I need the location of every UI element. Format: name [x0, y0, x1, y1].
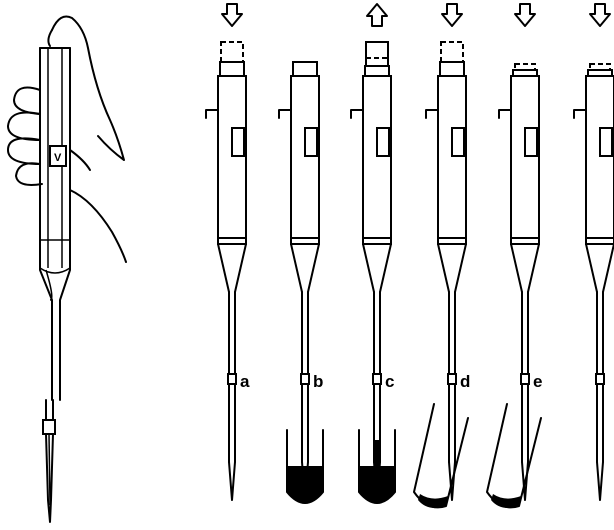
finger-hook: [206, 110, 218, 118]
tube-liquid: [359, 466, 395, 503]
step-label: d: [460, 372, 470, 391]
pipette-step: [574, 4, 614, 500]
pipette-body: [291, 76, 319, 244]
finger-hook: [499, 110, 511, 118]
shaft-marker: [596, 374, 604, 384]
volume-window: [452, 128, 464, 156]
pipette-step: c: [351, 4, 395, 503]
pipette-tip: [229, 462, 235, 500]
shaft-marker: [301, 374, 309, 384]
plunger-button: [293, 62, 317, 76]
plunger-button: [220, 62, 244, 76]
plunger-collar: [365, 66, 389, 76]
plunger-travel-outline: [221, 42, 243, 62]
finger-hook: [279, 110, 291, 118]
pipette-cone: [291, 244, 319, 292]
pipette-body: [218, 76, 246, 244]
drawn-liquid: [375, 440, 379, 466]
pipette-step: d: [414, 4, 470, 508]
volume-window: [232, 128, 244, 156]
pipette-body: [511, 76, 539, 244]
shaft-marker: [373, 374, 381, 384]
down-arrow-icon: [515, 4, 535, 26]
pipette-cone: [218, 244, 246, 292]
dispensed-liquid: [418, 494, 448, 508]
pipette-cone: [511, 244, 539, 292]
down-arrow-icon: [590, 4, 610, 26]
shaft-marker: [448, 374, 456, 384]
volume-window: [600, 128, 612, 156]
down-arrow-icon: [442, 4, 462, 26]
step-label: b: [313, 372, 323, 391]
pipette-body: [363, 76, 391, 244]
plunger-travel-outline: [441, 42, 463, 62]
pipette-cone: [363, 244, 391, 292]
tube-liquid: [287, 466, 323, 503]
pipette-body: [438, 76, 466, 244]
pipette-step: a: [206, 4, 250, 500]
pipette-body: [586, 76, 614, 244]
plunger-button: [440, 62, 464, 76]
pipetting-steps: a b c d e: [206, 4, 614, 508]
step-label: a: [240, 372, 250, 391]
down-arrow-icon: [222, 4, 242, 26]
volume-window: [525, 128, 537, 156]
hand-with-pipette: V: [8, 17, 126, 523]
pipette-cone: [438, 244, 466, 292]
up-arrow-icon: [367, 4, 387, 26]
finger-hook: [426, 110, 438, 118]
pipette-tip: [597, 462, 603, 500]
receiving-tube: [487, 404, 541, 507]
shaft-marker: [521, 374, 529, 384]
shaft-marker: [228, 374, 236, 384]
step-label: e: [533, 372, 542, 391]
step-label: c: [385, 372, 394, 391]
pipette-cone: [586, 244, 614, 292]
volume-label: V: [54, 152, 62, 164]
pipette-step: e: [487, 4, 542, 508]
volume-window: [305, 128, 317, 156]
plunger-button: [366, 42, 388, 66]
dispensed-liquid: [491, 494, 521, 508]
volume-window: [377, 128, 389, 156]
pipette-step: b: [279, 62, 323, 503]
receiving-tube: [414, 404, 468, 507]
finger-hook: [574, 110, 586, 118]
finger-hook: [351, 110, 363, 118]
